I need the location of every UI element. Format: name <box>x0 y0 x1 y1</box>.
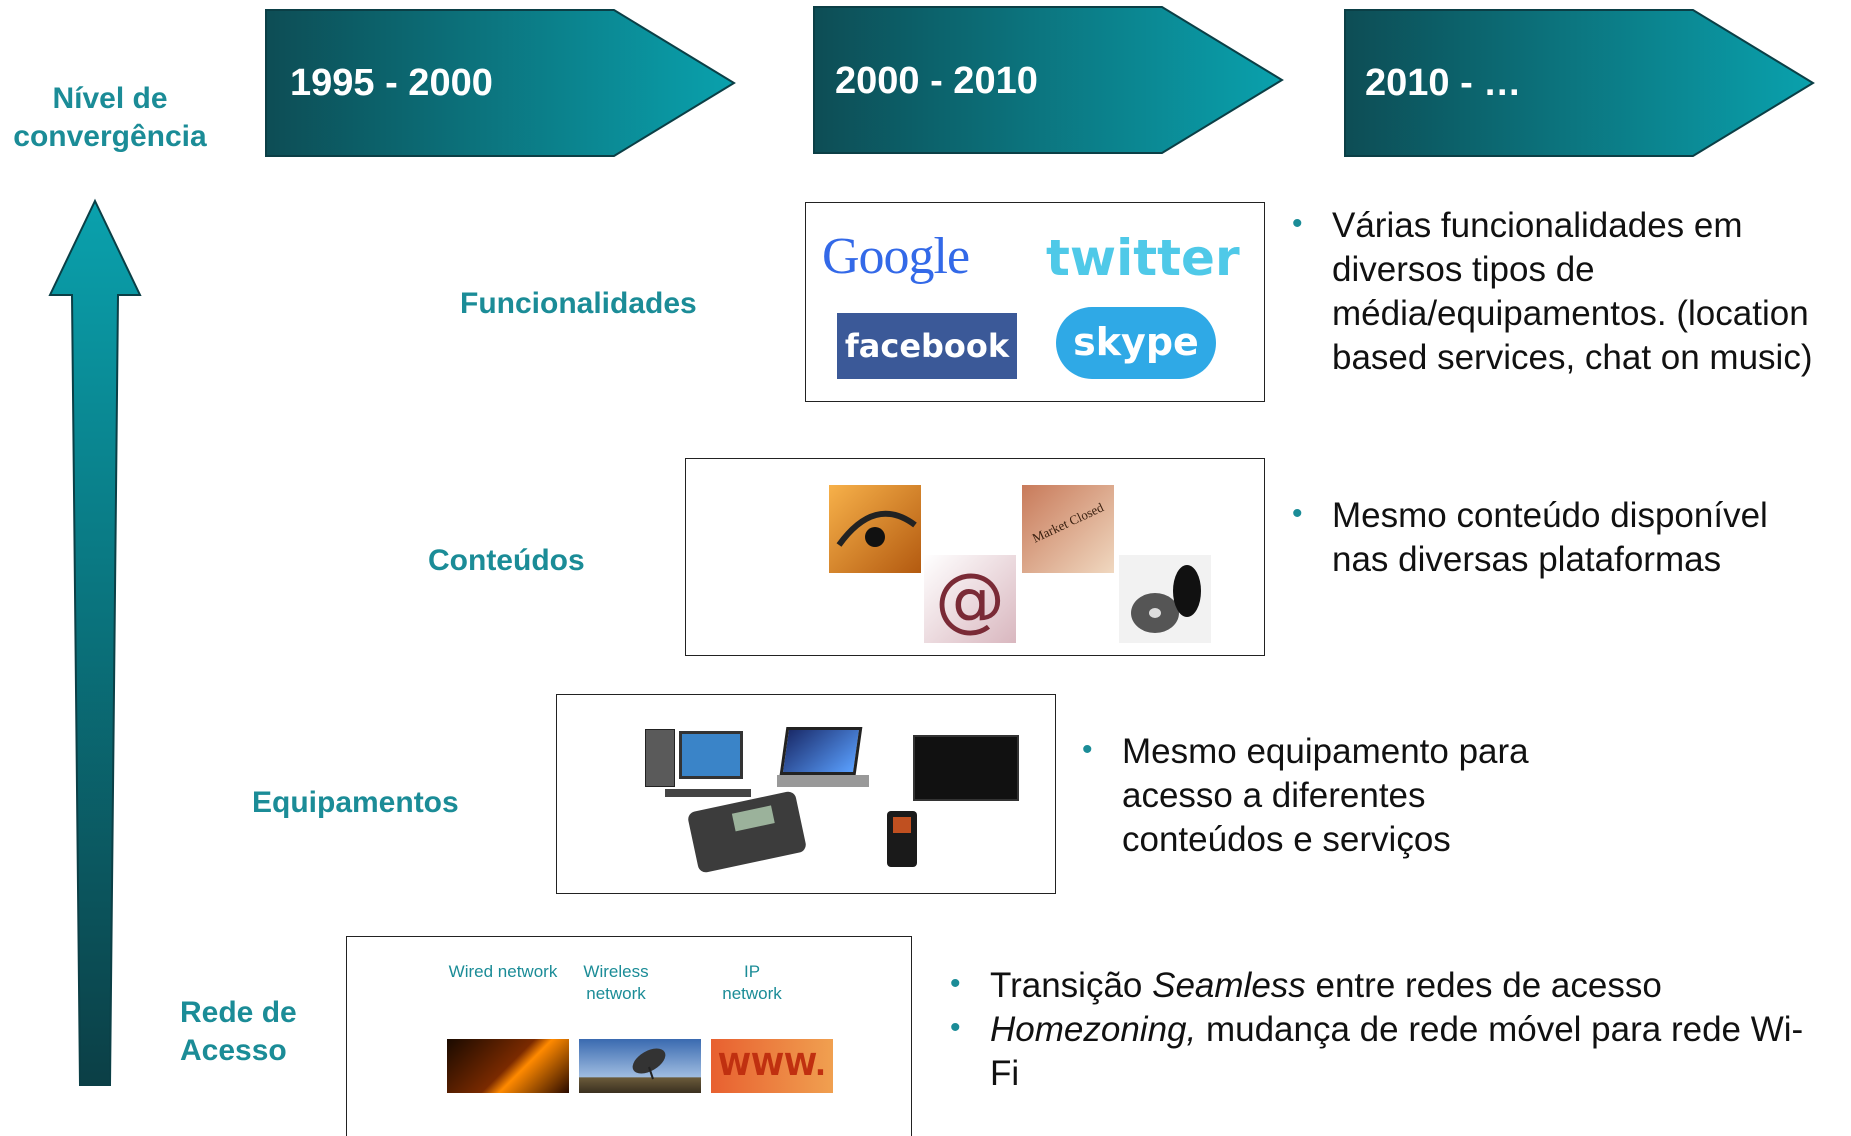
axis-title: Nível de convergência <box>13 82 207 153</box>
laptop-base-image <box>777 775 869 787</box>
facebook-logo: facebook <box>837 313 1017 379</box>
desktop-tower-image <box>645 729 675 787</box>
skype-logo: skype <box>1056 307 1216 379</box>
disc-image <box>1119 555 1211 643</box>
convergence-arrow <box>48 198 142 1086</box>
wired-cable-image <box>447 1039 569 1093</box>
network-label-ip: IP network <box>722 962 782 1003</box>
equipamentos-box <box>556 694 1056 894</box>
period-chevron-1 <box>265 9 736 157</box>
conteudos-box: @ Market Closed <box>685 458 1265 656</box>
bullet-equipamentos-1: Mesmo equipamento para acesso a diferent… <box>1082 728 1552 862</box>
level-title-funcionalidades: Funcionalidades <box>460 287 697 320</box>
period-label-3: 2010 - … <box>1365 62 1522 104</box>
laptop-screen-image <box>779 727 863 775</box>
tv-image <box>913 735 1019 801</box>
bullets-equipamentos: Mesmo equipamento para acesso a diferent… <box>1082 728 1552 862</box>
google-logo: Google <box>822 228 970 285</box>
bullet-rede-1: Transição Seamless entre redes de acesso <box>950 962 1810 1008</box>
desktop-monitor-image <box>679 731 743 779</box>
level-title-rede: Rede de Acesso <box>180 996 297 1067</box>
period-label-2: 2000 - 2010 <box>835 60 1038 102</box>
newspaper-image: Market Closed <box>1022 485 1114 573</box>
network-label-wireless: Wireless network <box>583 962 649 1003</box>
bullets-rede: Transição Seamless entre redes de acesso… <box>950 962 1810 1096</box>
bullet-conteudos-1: Mesmo conteúdo disponível nas diversas p… <box>1292 492 1812 582</box>
rede-box: Wired network Wireless network IP networ… <box>346 936 912 1136</box>
period-label-1: 1995 - 2000 <box>290 62 493 104</box>
twitter-logo: twitter <box>1046 229 1240 287</box>
satellite-dish-image <box>579 1039 701 1093</box>
bullets-funcionalidades: Várias funcionalidades em diversos tipos… <box>1292 202 1851 380</box>
desk-phone-image <box>686 790 808 874</box>
www-image: WWW. <box>711 1039 833 1093</box>
keyboard-image <box>665 789 751 797</box>
level-title-equipamentos: Equipamentos <box>252 786 459 819</box>
bullet-funcionalidades-1: Várias funcionalidades em diversos tipos… <box>1292 202 1851 380</box>
bullet-rede-2: Homezoning, mudança de rede móvel para r… <box>950 1006 1810 1096</box>
mobile-phone-image <box>887 811 917 867</box>
level-title-conteudos: Conteúdos <box>428 544 585 577</box>
period-chevron-2 <box>813 6 1284 154</box>
network-label-wired: Wired network <box>448 962 558 981</box>
bullets-conteudos: Mesmo conteúdo disponível nas diversas p… <box>1292 492 1812 582</box>
at-sign-image: @ <box>924 555 1016 643</box>
period-chevron-3 <box>1344 9 1815 157</box>
headset-image <box>829 485 921 573</box>
funcionalidades-box: Google twitter facebook skype <box>805 202 1265 402</box>
